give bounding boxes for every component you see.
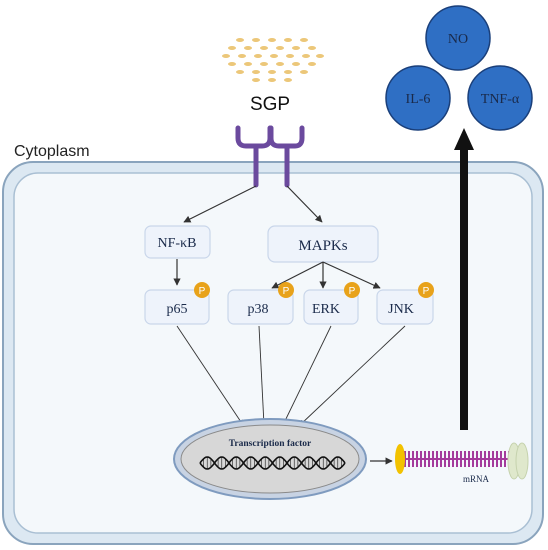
cytokine-no: NO — [425, 5, 491, 71]
sgp-label: SGP — [250, 94, 290, 115]
sgp-particle — [276, 46, 284, 50]
sgp-particle — [302, 54, 310, 58]
phospho-badge-erk — [344, 282, 360, 298]
jnk-node: JNK P — [376, 282, 434, 325]
jnk-label: JNK — [388, 302, 414, 317]
ribosome-icon — [507, 442, 529, 480]
sgp-particle — [268, 70, 276, 74]
sgp-particle — [292, 62, 300, 66]
p65-label: p65 — [167, 302, 188, 317]
sgp-particle — [252, 38, 260, 42]
arrow-receptor-to-mapks — [286, 185, 323, 223]
sgp-particle — [244, 46, 252, 50]
arrow-mapks-to-jnk — [322, 261, 381, 289]
mrna-icon: mRNA — [395, 442, 529, 484]
sgp-particle — [236, 38, 244, 42]
sgp-particle — [284, 70, 292, 74]
cytokine-il6-label: IL-6 — [406, 92, 431, 107]
sgp-particles — [222, 38, 324, 82]
sgp-particle — [228, 46, 236, 50]
secretion-arrow — [454, 128, 474, 430]
dna-helix-icon — [199, 456, 346, 470]
sgp-particle — [270, 54, 278, 58]
arrow-p38-to-nucleus — [258, 325, 267, 426]
nfkb-node: NF-κB — [144, 225, 211, 259]
sgp-particle — [308, 62, 316, 66]
sgp-particle — [268, 78, 276, 82]
phospho-label-p38: P — [283, 286, 290, 297]
mapks-label: MAPKs — [298, 238, 347, 254]
sgp-particle — [268, 38, 276, 42]
phospho-badge-jnk — [418, 282, 434, 298]
sgp-particle — [300, 70, 308, 74]
phospho-label-p65: P — [199, 286, 206, 297]
arrow-erk-to-nucleus — [282, 325, 332, 426]
sgp-particle — [244, 62, 252, 66]
p65-node: p65 P — [144, 282, 210, 325]
arrow-p65-to-nucleus — [176, 325, 244, 426]
receptor-icon — [235, 125, 305, 188]
cytokine-tnfa-label: TNF-α — [481, 92, 520, 107]
phospho-badge-p65 — [194, 282, 210, 298]
transcription-factor-label: Transcription factor — [229, 439, 312, 449]
cell-membrane — [2, 161, 544, 545]
mrna-label: mRNA — [463, 474, 490, 484]
nfkb-label: NF-κB — [158, 236, 197, 251]
cytoplasm-label: Cytoplasm — [14, 143, 90, 160]
sgp-particle — [292, 46, 300, 50]
cytokine-tnfa: TNF-α — [467, 65, 533, 131]
sgp-particle — [308, 46, 316, 50]
sgp-particle — [236, 70, 244, 74]
phospho-label-erk: P — [349, 286, 356, 297]
sgp-particle — [284, 38, 292, 42]
p38-node: p38 P — [227, 282, 294, 325]
arrow-mapks-to-p38 — [271, 261, 324, 289]
sgp-particle — [252, 78, 260, 82]
sgp-particle — [260, 46, 268, 50]
sgp-particle — [260, 62, 268, 66]
sgp-particle — [222, 54, 230, 58]
sgp-particle — [228, 62, 236, 66]
sgp-particle — [238, 54, 246, 58]
sgp-particle — [286, 54, 294, 58]
erk-label: ERK — [312, 302, 340, 317]
nucleus: Transcription factor — [173, 418, 367, 500]
arrow-receptor-to-nfkb — [183, 185, 257, 223]
cytokine-no-label: NO — [448, 32, 468, 47]
phospho-label-jnk: P — [423, 286, 430, 297]
sgp-particle — [254, 54, 262, 58]
phospho-badge-p38 — [278, 282, 294, 298]
sgp-particle — [284, 78, 292, 82]
mrna-cap-icon — [395, 444, 405, 474]
sgp-particle — [316, 54, 324, 58]
mapks-node: MAPKs — [267, 225, 379, 263]
sgp-particle — [300, 38, 308, 42]
p38-label: p38 — [248, 302, 269, 317]
sgp-particle — [252, 70, 260, 74]
cytokine-il6: IL-6 — [385, 65, 451, 131]
sgp-particle — [276, 62, 284, 66]
arrow-jnk-to-nucleus — [299, 325, 406, 426]
erk-node: ERK P — [303, 282, 360, 325]
